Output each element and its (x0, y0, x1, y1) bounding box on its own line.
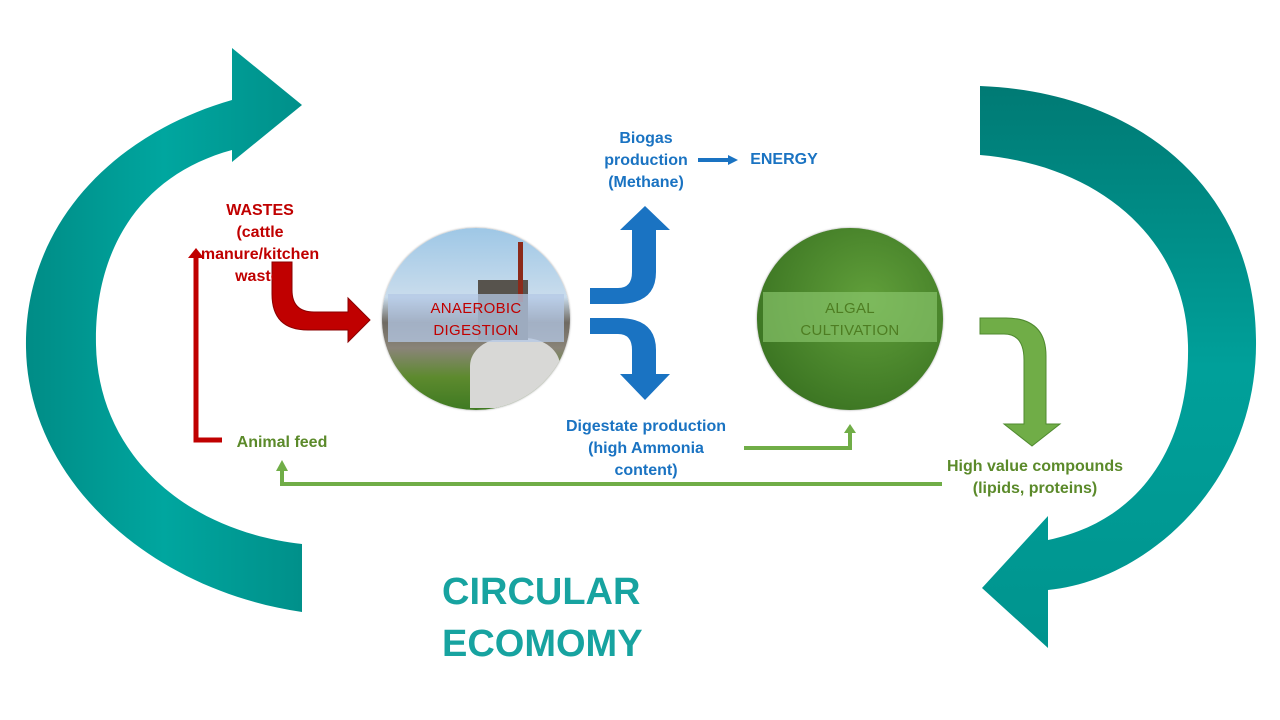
high-value-line2: (lipids, proteins) (972, 480, 1098, 497)
anaerobic-label-line1: ANAEROBIC (430, 300, 522, 317)
wastes-line4: waste) (235, 268, 285, 285)
digestate-line3: content) (614, 462, 678, 479)
green-return-arrowhead (276, 460, 288, 471)
anaerobic-label-band (388, 294, 564, 342)
wastes-line1: WASTES (226, 202, 294, 219)
algal-label-line1: ALGAL (825, 300, 875, 317)
wastes-line3: manure/kitchen (200, 246, 320, 263)
wastes-label: WASTES (cattle manure/kitchen waste) (201, 200, 319, 288)
blue-arrow-down (590, 318, 670, 400)
digestate-label: Digestate production (high Ammonia conte… (556, 416, 736, 482)
high-value-line1: High value compounds (946, 458, 1123, 475)
page-title: CIRCULAR ECOMOMY (442, 566, 643, 670)
anaerobic-label-line2: DIGESTION (433, 322, 519, 339)
digester-chimney (518, 242, 523, 302)
circular-arrow-left-icon (25, 48, 303, 612)
algal-cultivation-node: ALGAL CULTIVATION (757, 228, 943, 410)
red-feedback-arrowhead (188, 248, 204, 258)
digestate-line2: (high Ammonia (588, 440, 704, 457)
green-bent-arrow (979, 317, 1062, 447)
anaerobic-digestion-node: ANAEROBIC DIGESTION (382, 228, 570, 410)
green-return-arrow (280, 470, 942, 486)
digestate-line1: Digestate production (565, 418, 726, 435)
biogas-line2: production (604, 152, 688, 169)
digester-tank (470, 338, 560, 408)
red-feedback-arrow (193, 258, 222, 443)
high-value-label: High value compounds (lipids, proteins) (940, 456, 1130, 500)
title-line2: ECOMOMY (442, 623, 643, 665)
blue-arrow-up (590, 206, 670, 304)
algal-label-band (763, 292, 937, 342)
green-digestate-arrowhead (844, 424, 856, 433)
circular-arrow-right-icon (980, 86, 1257, 648)
energy-arrowhead (728, 155, 738, 165)
wastes-line2: (cattle (236, 224, 284, 241)
red-bent-arrow (271, 261, 371, 344)
biogas-line3: (Methane) (608, 174, 684, 191)
biogas-line1: Biogas (619, 130, 673, 147)
biogas-label: Biogas production (Methane) (586, 128, 706, 194)
algal-label-line2: CULTIVATION (800, 322, 900, 339)
animal-feed-label: Animal feed (236, 434, 328, 451)
energy-label: ENERGY (750, 151, 818, 168)
green-digestate-arrow (744, 432, 852, 450)
title-line1: CIRCULAR (442, 571, 641, 613)
